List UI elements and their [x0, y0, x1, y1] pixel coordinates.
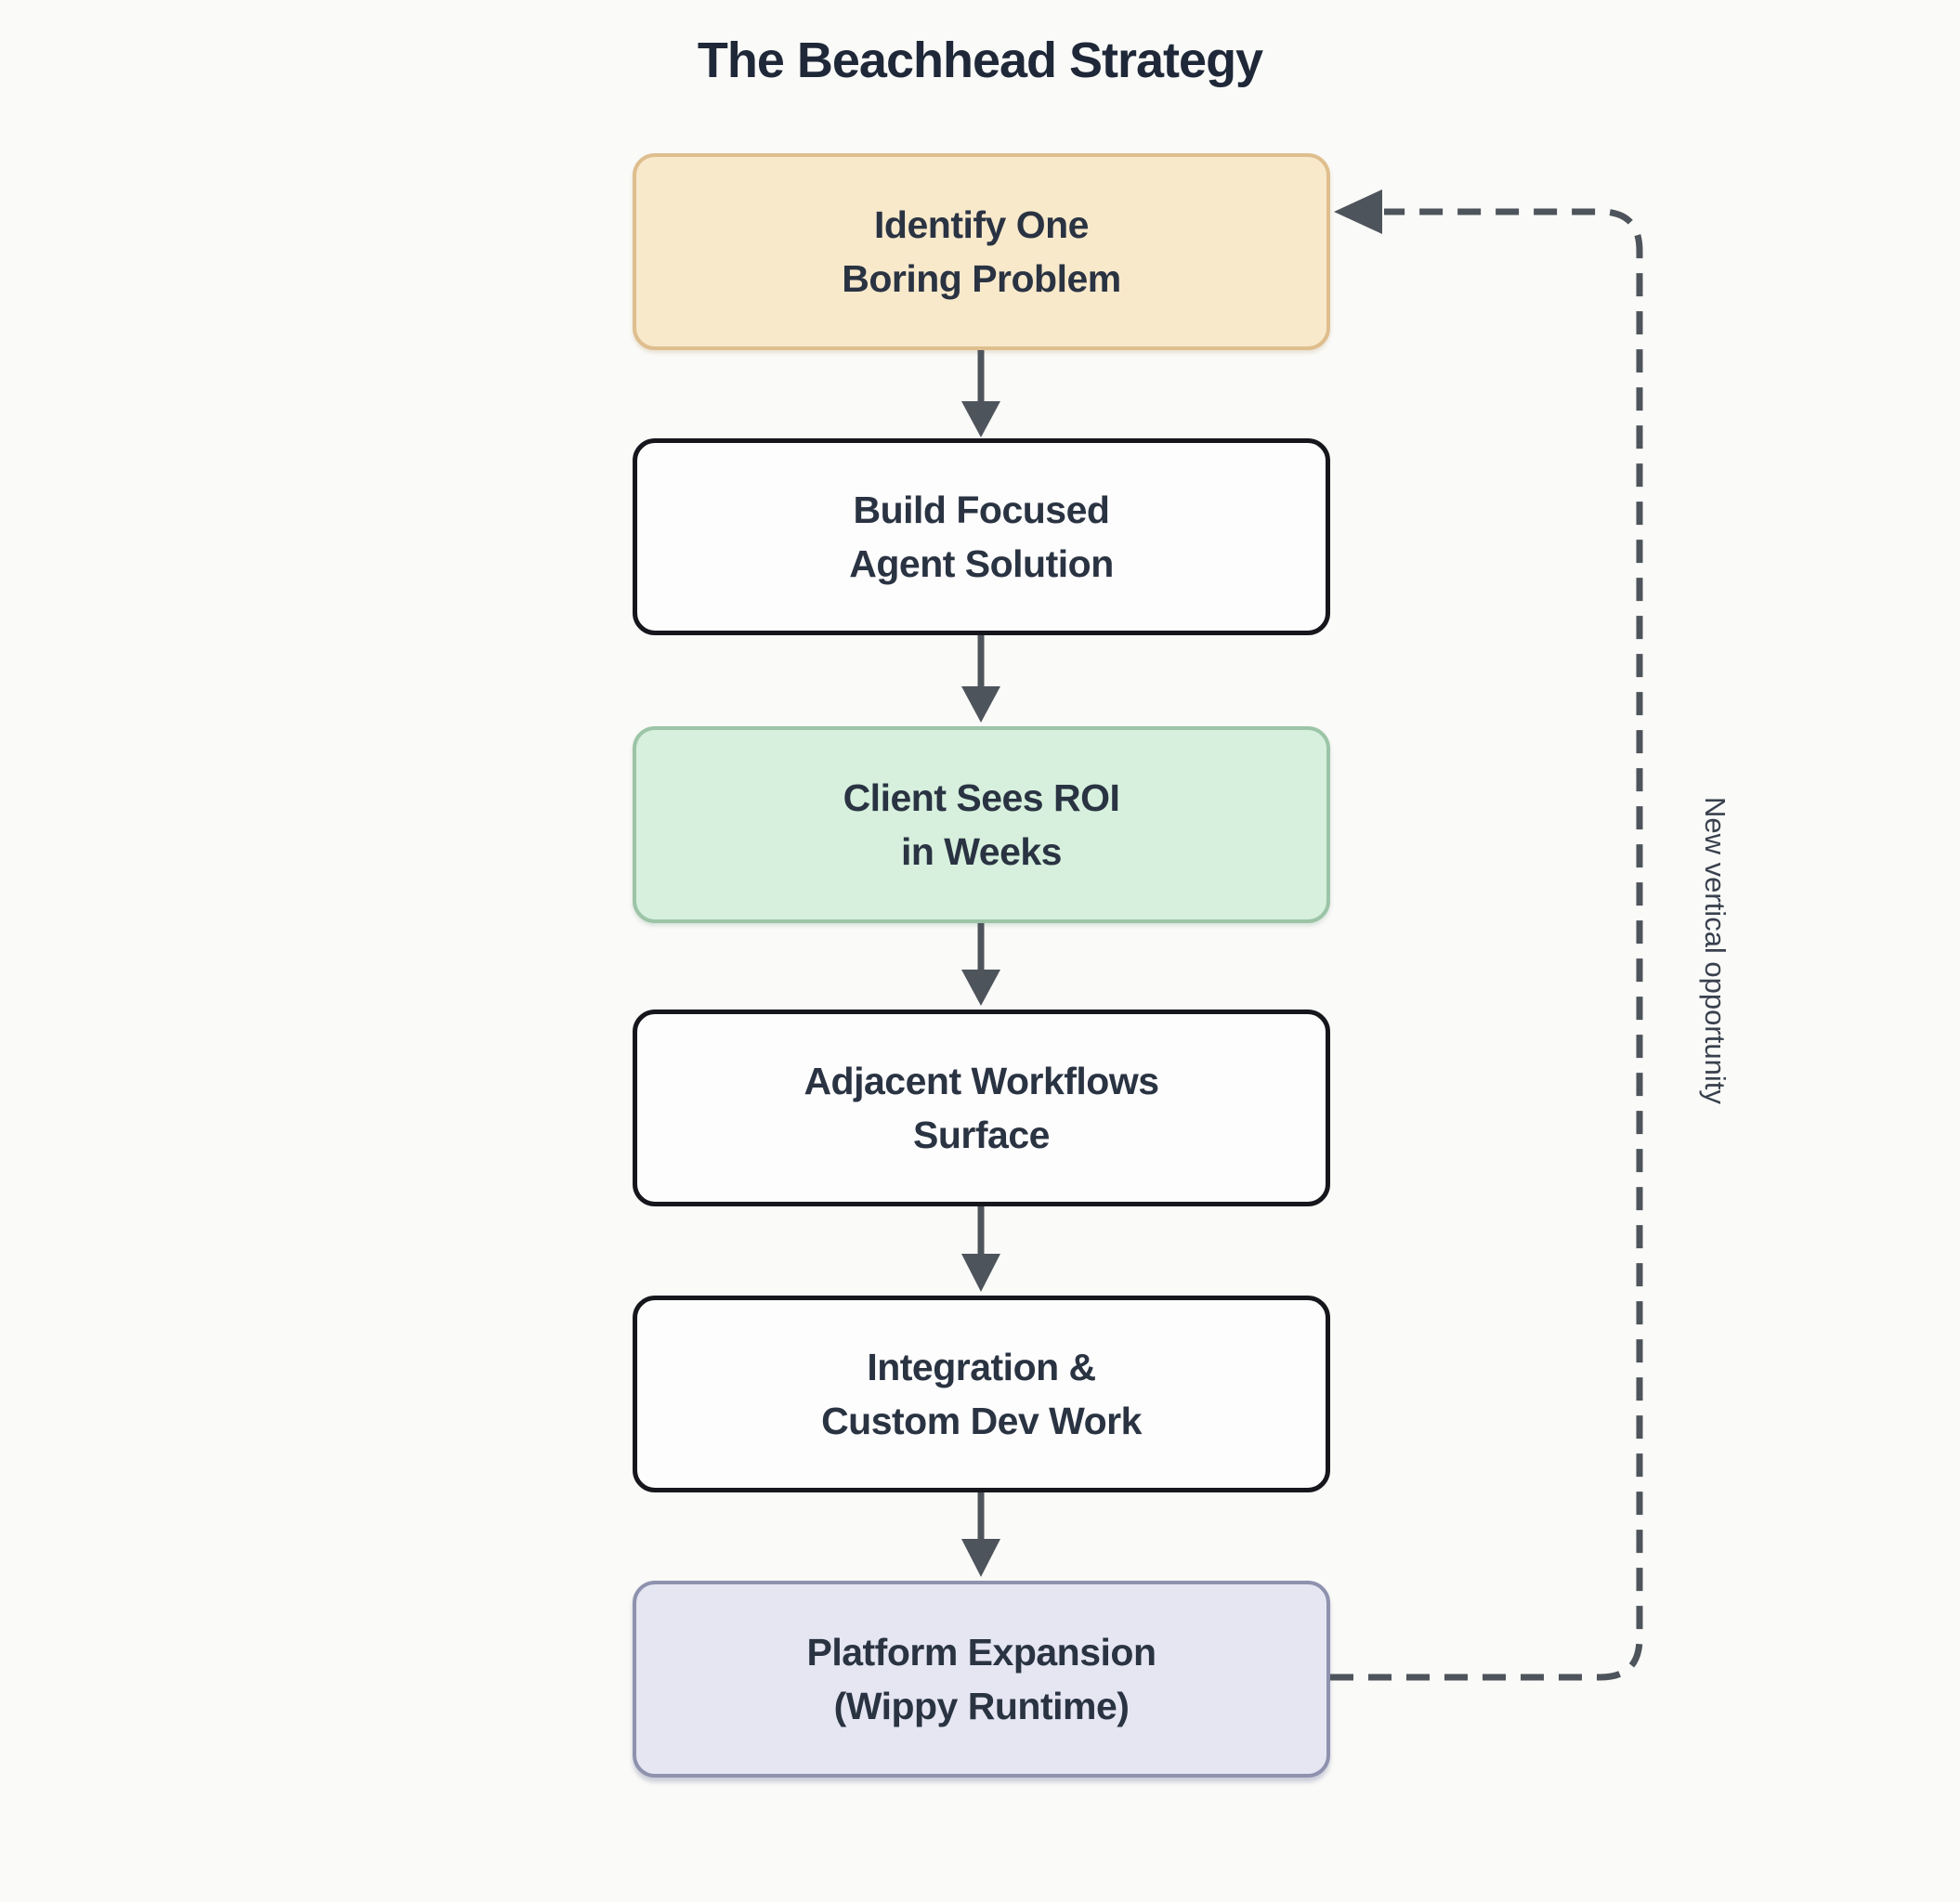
feedback-loop-path — [1330, 208, 1643, 1681]
feedback-loop-arrowhead — [1334, 189, 1382, 234]
flow-node-build-focused-agent-solution: Build Focused Agent Solution — [633, 438, 1330, 635]
flow-node-adjacent-workflows-surface: Adjacent Workflows Surface — [633, 1010, 1330, 1206]
feedback-loop-arrow — [1330, 189, 1643, 1681]
diagram-title: The Beachhead Strategy — [697, 33, 1263, 88]
down-arrow-4 — [961, 1206, 1000, 1292]
flow-node-label: Client Sees ROI in Weeks — [843, 775, 1120, 873]
flow-node-platform-expansion-wippy-runtime: Platform Expansion (Wippy Runtime) — [633, 1581, 1330, 1778]
flow-node-client-sees-roi-in-weeks: Client Sees ROI in Weeks — [633, 726, 1330, 923]
feedback-loop-label: New vertical opportunity — [1699, 796, 1731, 1104]
down-arrow-1 — [961, 350, 1000, 437]
down-arrow-5 — [961, 1492, 1000, 1577]
flow-node-label: Adjacent Workflows Surface — [804, 1059, 1159, 1156]
flow-node-label: Identify One Boring Problem — [842, 202, 1121, 300]
flow-node-identify-boring-problem: Identify One Boring Problem — [633, 153, 1330, 350]
down-arrow-2 — [961, 635, 1000, 723]
flow-node-label: Build Focused Agent Solution — [849, 488, 1114, 585]
flow-node-label: Integration & Custom Dev Work — [821, 1345, 1142, 1442]
down-arrow-3 — [961, 923, 1000, 1006]
flow-node-integration-custom-dev-work: Integration & Custom Dev Work — [633, 1296, 1330, 1492]
flow-node-label: Platform Expansion (Wippy Runtime) — [806, 1630, 1156, 1727]
